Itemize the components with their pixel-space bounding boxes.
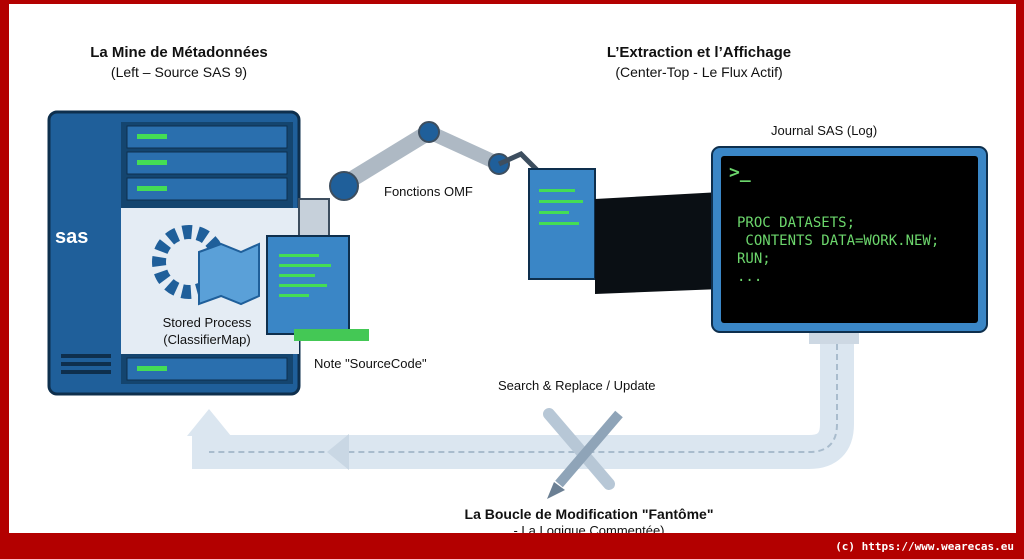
center-subtitle: (Center-Top - Le Flux Actif)	[615, 64, 783, 80]
left-subtitle: (Left – Source SAS 9)	[110, 64, 248, 80]
terminal-prompt: >_	[729, 162, 751, 183]
loop-title: La Boucle de Modification "Fantôme"	[464, 506, 714, 522]
map-icon	[198, 242, 260, 306]
stored-process-sublabel: (ClassifierMap)	[163, 332, 251, 347]
note-label: Note "SourceCode"	[314, 356, 427, 371]
diagram-canvas: La Mine de Métadonnées (Left – Source SA…	[9, 4, 1016, 533]
sas-logo: sas	[55, 226, 89, 248]
arm-label: Fonctions OMF	[384, 184, 473, 199]
sas-server	[47, 110, 301, 396]
source-code-note	[266, 235, 369, 341]
binary-stream	[595, 192, 721, 294]
log-line: PROC DATASETS;	[737, 215, 856, 231]
log-title: Journal SAS (Log)	[771, 123, 878, 138]
stored-process-label: Stored Process	[162, 315, 252, 330]
log-line: RUN;	[737, 251, 771, 267]
diagram-graphics	[47, 110, 988, 499]
loop-subtitle: - La Logique Commentée)	[513, 523, 665, 533]
arrow-head-icon	[187, 409, 231, 436]
log-monitor	[711, 146, 988, 344]
extracted-document	[528, 168, 721, 294]
action-label: Search & Replace / Update	[498, 378, 656, 393]
wrench-pencil-icon	[543, 408, 623, 499]
left-title: La Mine de Métadonnées	[90, 44, 268, 61]
log-line: CONTENTS DATA=WORK.NEW;	[737, 233, 940, 249]
modification-loop-arrow	[187, 334, 854, 470]
center-title: L’Extraction et l’Affichage	[606, 44, 792, 61]
log-line: ...	[737, 269, 763, 285]
robotic-arm	[298, 121, 541, 260]
copyright-footer: (c) https://www.wearecas.eu	[835, 540, 1014, 553]
